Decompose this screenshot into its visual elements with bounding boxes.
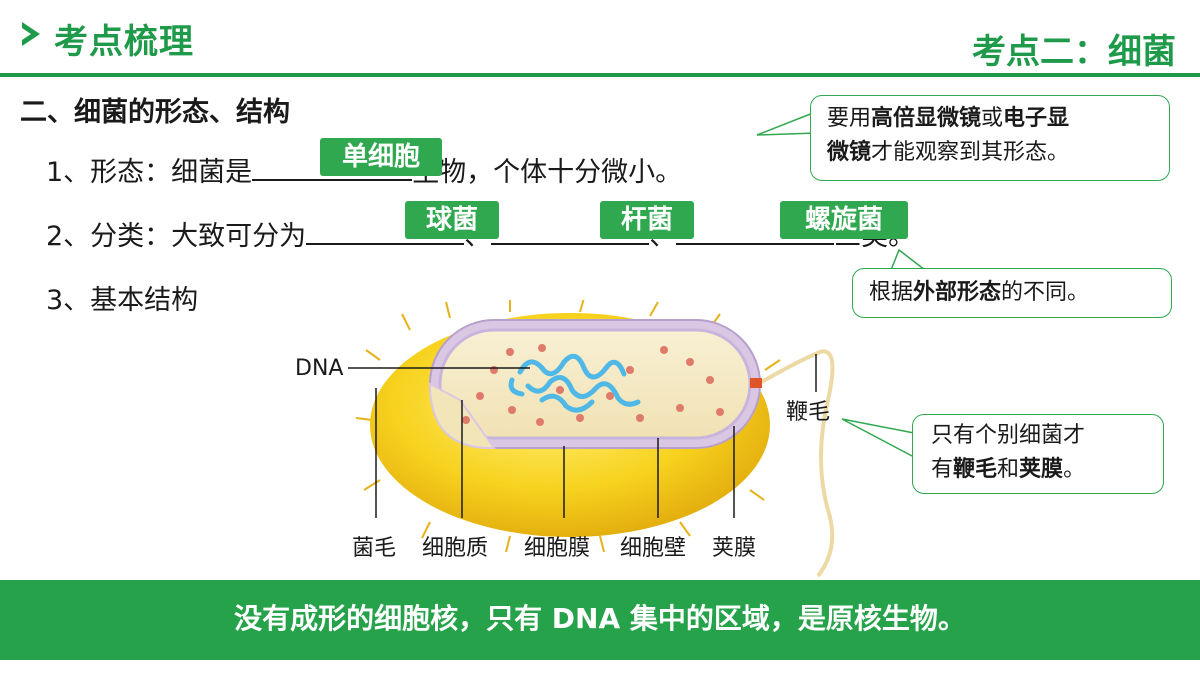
flagellum-shape bbox=[757, 349, 835, 578]
label-cytoplasm: 细胞质 bbox=[422, 536, 489, 561]
callout-text: 或 bbox=[981, 106, 1004, 131]
section-title: 二、细菌的形态、结构 bbox=[20, 97, 290, 128]
callout-pointer bbox=[756, 112, 818, 136]
callout-bold: 鞭毛 bbox=[953, 457, 998, 482]
callout-pointer bbox=[841, 418, 915, 458]
bottom-banner bbox=[0, 580, 1200, 660]
label-pili: 菌毛 bbox=[352, 536, 397, 561]
callout-text: 才能观察到其形态。 bbox=[871, 140, 1070, 165]
callout-text: 要用 bbox=[827, 106, 872, 131]
item-shape-suffix: 生物，个体十分微小。 bbox=[412, 157, 683, 188]
item-classification-prefix: 2、分类：大致可分为 bbox=[46, 221, 307, 252]
answer-tag-unicellular: 单细胞 bbox=[320, 138, 442, 176]
callout-bold: 微镜 bbox=[827, 140, 872, 165]
callout-bold: 外部形态 bbox=[913, 280, 1002, 305]
callout-text: 的不同。 bbox=[1001, 280, 1090, 305]
callout-microscope: 要用高倍显微镜或电子显 微镜才能观察到其形态。 bbox=[810, 95, 1170, 181]
callout-text: 只有个别细菌才 bbox=[931, 423, 1086, 448]
callout-text: 有 bbox=[931, 457, 954, 482]
topic-title: 考点二：细菌 bbox=[972, 32, 1176, 72]
label-dna: DNA bbox=[295, 356, 344, 381]
item-shape: 1、形态：细菌是 生物，个体十分微小。 bbox=[46, 150, 682, 189]
answer-tag-coccus: 球菌 bbox=[405, 201, 499, 239]
callout-text: 和 bbox=[997, 457, 1020, 482]
dna-coil bbox=[508, 353, 641, 413]
answer-blank bbox=[676, 217, 835, 245]
leader-lines bbox=[348, 354, 817, 518]
label-wall: 细胞壁 bbox=[620, 536, 687, 561]
item-structure: 3、基本结构 bbox=[46, 285, 199, 316]
callout-text: 根据 bbox=[869, 280, 914, 305]
label-membrane: 细胞膜 bbox=[524, 536, 591, 561]
callout-flagella: 只有个别细菌才 有鞭毛和荚膜。 bbox=[912, 414, 1164, 494]
page-title: 考点梳理 bbox=[54, 22, 194, 62]
answer-blank bbox=[491, 217, 650, 245]
callout-shape: 根据外部形态的不同。 bbox=[852, 268, 1172, 318]
pili-group bbox=[355, 300, 781, 553]
answer-tag-bacillus: 杆菌 bbox=[600, 201, 694, 239]
callout-bold: 高倍显微镜 bbox=[871, 106, 982, 131]
callout-text: 。 bbox=[1063, 457, 1086, 482]
label-capsule: 荚膜 bbox=[712, 536, 757, 561]
callout-bold: 荚膜 bbox=[1019, 457, 1064, 482]
item-shape-prefix: 1、形态：细菌是 bbox=[46, 157, 253, 188]
answer-tag-spirillum: 螺旋菌 bbox=[780, 201, 908, 239]
bottom-banner-text: 没有成形的细胞核，只有 DNA 集中的区域，是原核生物。 bbox=[234, 602, 966, 635]
flagellum-base bbox=[750, 378, 762, 388]
ribosomes bbox=[462, 344, 724, 426]
callout-pointer bbox=[890, 248, 926, 271]
bacterium-diagram bbox=[348, 300, 835, 578]
bullet-arrow-icon bbox=[22, 22, 40, 46]
callout-bold: 电子显 bbox=[1003, 106, 1070, 131]
label-flagellum: 鞭毛 bbox=[786, 400, 831, 425]
header-divider bbox=[0, 73, 1200, 77]
cytoplasm-shape bbox=[438, 328, 752, 440]
answer-blank bbox=[252, 153, 413, 181]
answer-blank bbox=[306, 217, 465, 245]
